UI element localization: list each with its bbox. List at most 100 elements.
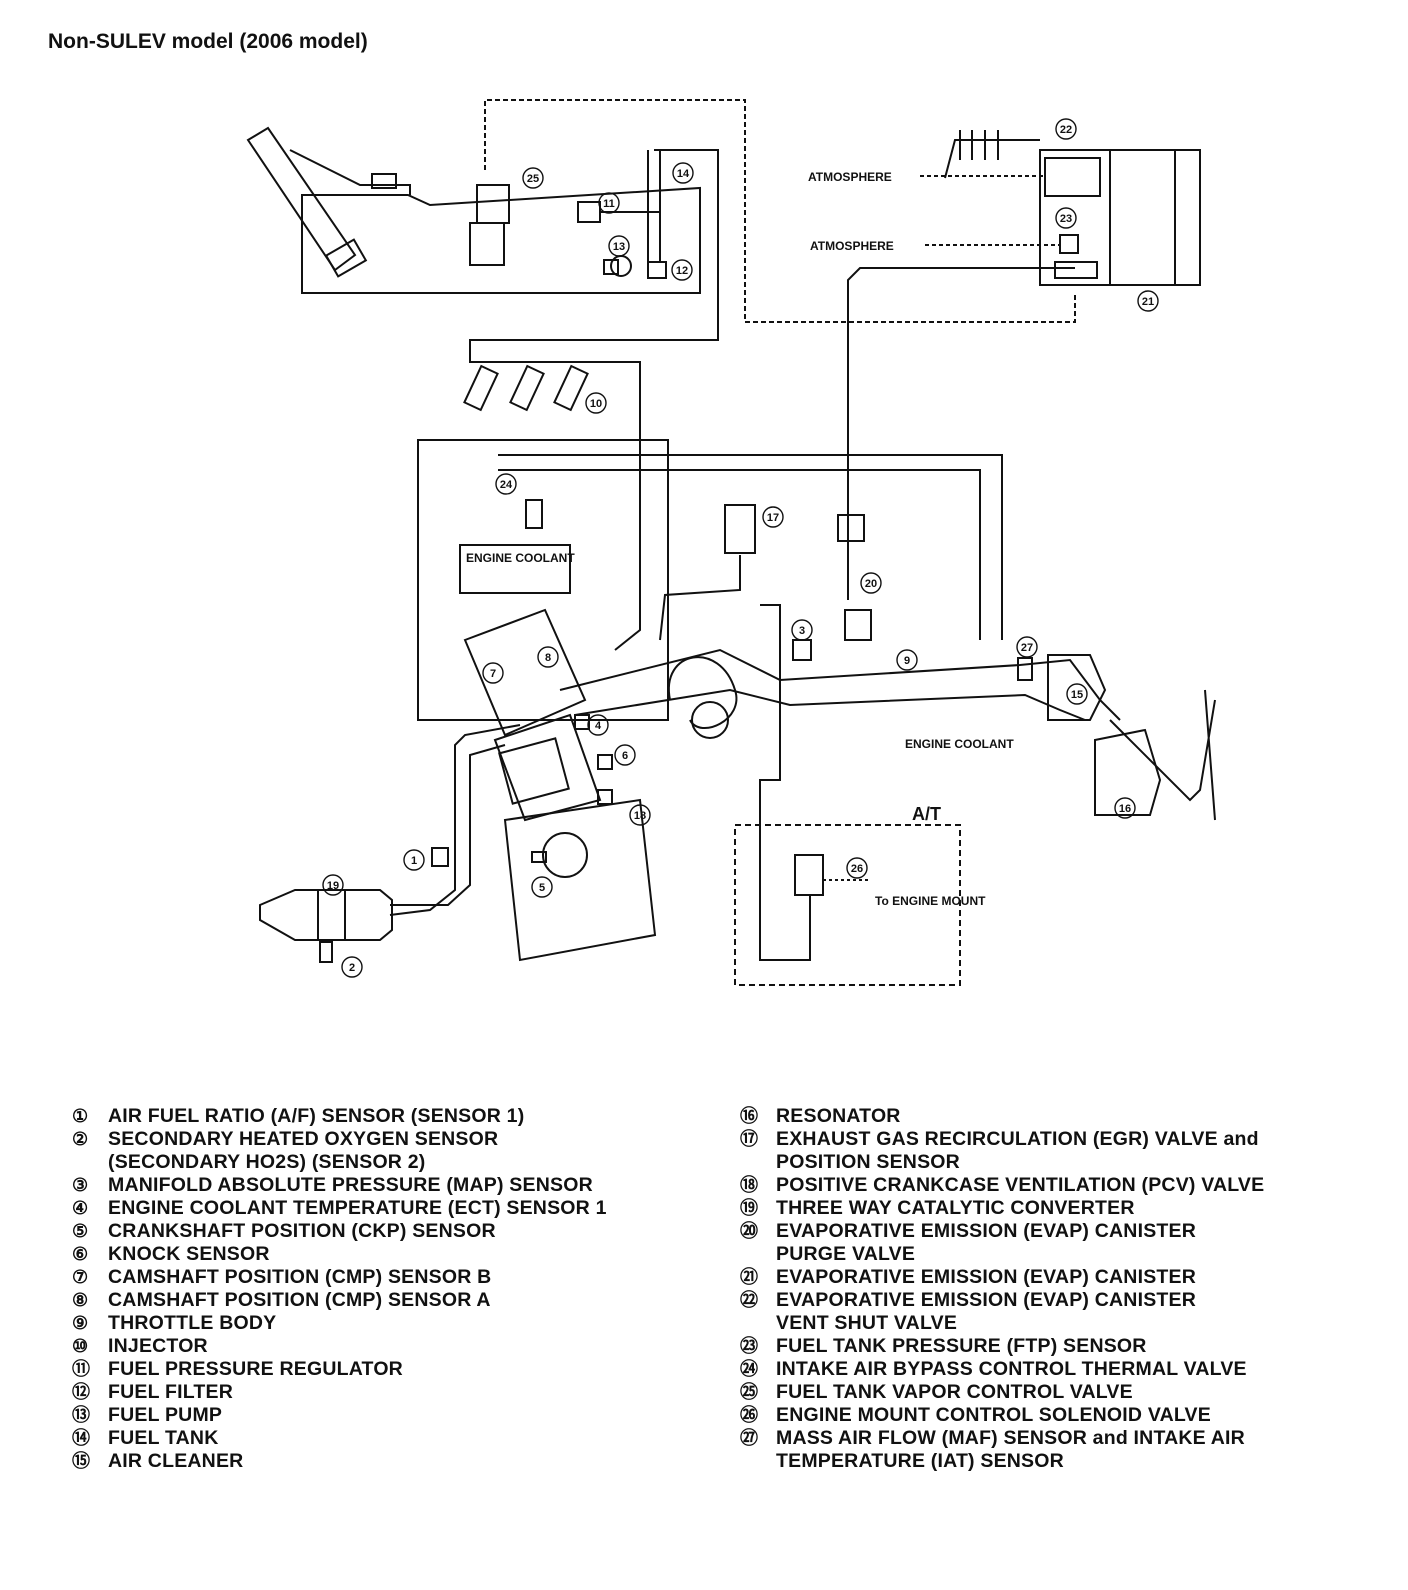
legend-num: ㉔	[740, 1359, 759, 1379]
legend-num: ①	[72, 1106, 89, 1126]
callout-22	[1055, 118, 1077, 140]
legend-text: EVAPORATIVE EMISSION (EVAP) CANISTER VEN…	[776, 1289, 1196, 1334]
pcv-valve	[597, 789, 613, 805]
legend-text: CRANKSHAFT POSITION (CKP) SENSOR	[108, 1220, 496, 1242]
callout-13	[608, 235, 630, 257]
callout-24	[495, 473, 517, 495]
callout-17	[762, 506, 784, 528]
egr-pipe	[659, 555, 741, 641]
callout-num-19: 19	[327, 880, 339, 892]
atmosphere-label-bottom: ATMOSPHERE	[810, 239, 894, 253]
legend-num: ⑦	[72, 1267, 89, 1287]
legend-num: ④	[72, 1198, 89, 1218]
callout-num-20: 20	[865, 578, 877, 590]
legend-num: ⑲	[740, 1198, 759, 1218]
legend-num: ⑳	[740, 1221, 759, 1241]
legend-text: INTAKE AIR BYPASS CONTROL THERMAL VALVE	[776, 1358, 1247, 1380]
callout-15	[1066, 683, 1088, 705]
callout-num-21: 21	[1142, 296, 1154, 308]
legend-num: ㉑	[740, 1267, 759, 1287]
legend-num: ⑫	[72, 1382, 91, 1402]
filler-neck	[246, 126, 357, 272]
callout-4	[587, 714, 609, 736]
legend-text: ENGINE COOLANT TEMPERATURE (ECT) SENSOR …	[108, 1197, 607, 1219]
exhaust-pipe-inner	[390, 744, 506, 906]
crank-pulley	[542, 832, 588, 878]
callout-num-2: 2	[349, 962, 355, 974]
callout-num-15: 15	[1071, 689, 1083, 701]
callout-num-3: 3	[799, 625, 805, 637]
legend-item: ㉒ EVAPORATIVE EMISSION (EVAP) CANISTER VE…	[740, 1289, 1380, 1335]
map-sensor	[792, 639, 812, 661]
legend-num: ⑨	[72, 1313, 89, 1333]
catalytic-converter	[259, 889, 393, 941]
throttle-body	[691, 701, 729, 739]
legend-text: RESONATOR	[776, 1105, 901, 1127]
engine-coolant-label-upper: ENGINE COOLANT	[466, 551, 575, 565]
callout-numbers: 1 2 3 4 5 6 7 8 9 10 11 12 13 14 15 16 1…	[327, 124, 1154, 974]
legend-num: ⑮	[72, 1451, 91, 1471]
hose-upper	[498, 454, 1003, 640]
vent-line-top	[289, 149, 411, 195]
callout-16	[1114, 797, 1136, 819]
intake-tube-lower	[574, 688, 1086, 721]
legend-text: FUEL TANK PRESSURE (FTP) SENSOR	[776, 1335, 1147, 1357]
callout-num-13: 13	[613, 241, 625, 253]
callout-num-4: 4	[595, 720, 602, 732]
hose-upper-2	[498, 469, 981, 640]
piston	[498, 737, 570, 805]
callout-num-23: 23	[1060, 213, 1072, 225]
callout-num-7: 7	[490, 668, 496, 680]
legend-num: ㉓	[740, 1336, 759, 1356]
at-label: A/T	[912, 804, 941, 824]
legend-text: AIR CLEANER	[108, 1450, 244, 1472]
callout-num-5: 5	[539, 882, 545, 894]
callout-num-12: 12	[676, 265, 688, 277]
legend-text: MANIFOLD ABSOLUTE PRESSURE (MAP) SENSOR	[108, 1174, 593, 1196]
legend-text: ENGINE MOUNT CONTROL SOLENOID VALVE	[776, 1404, 1211, 1426]
legend-item: ㉓ FUEL TANK PRESSURE (FTP) SENSOR	[740, 1335, 1380, 1358]
resonator	[1094, 728, 1162, 816]
callout-num-27: 27	[1021, 642, 1033, 654]
legend-num: ㉒	[740, 1290, 759, 1310]
legend-text: FUEL TANK	[108, 1427, 219, 1449]
af-sensor	[431, 847, 449, 867]
legend-item: ⑳ EVAPORATIVE EMISSION (EVAP) CANISTER PU…	[740, 1220, 1380, 1266]
callout-num-10: 10	[590, 398, 602, 410]
legend-text: EXHAUST GAS RECIRCULATION (EGR) VALVE an…	[776, 1128, 1259, 1173]
legend-num: ③	[72, 1175, 89, 1195]
canister-port	[1054, 261, 1098, 279]
legend-item: ③ MANIFOLD ABSOLUTE PRESSURE (MAP) SENSOR	[72, 1174, 712, 1197]
air-cleaner	[1047, 654, 1107, 721]
legend-num: ②	[72, 1129, 89, 1149]
legend-num: ⑧	[72, 1290, 89, 1310]
callout-2	[341, 956, 363, 978]
mount-solenoid	[794, 854, 824, 896]
legend-text: EVAPORATIVE EMISSION (EVAP) CANISTER PUR…	[776, 1220, 1196, 1265]
legend-item: ④ ENGINE COOLANT TEMPERATURE (ECT) SENSOR…	[72, 1197, 712, 1220]
callout-20	[860, 572, 882, 594]
ect-sensor	[574, 714, 590, 730]
callout-19	[322, 874, 344, 896]
to-engine-mount-label: To ENGINE MOUNT	[875, 894, 986, 908]
cat-sections	[317, 890, 346, 940]
atmosphere-label-top: ATMOSPHERE	[808, 170, 892, 184]
legend-text: INJECTOR	[108, 1335, 208, 1357]
callout-21	[1137, 290, 1159, 312]
legend-num: ⑪	[72, 1359, 91, 1379]
callout-6	[614, 744, 636, 766]
legend-num: ⑬	[72, 1405, 91, 1425]
crankcase	[503, 798, 657, 962]
